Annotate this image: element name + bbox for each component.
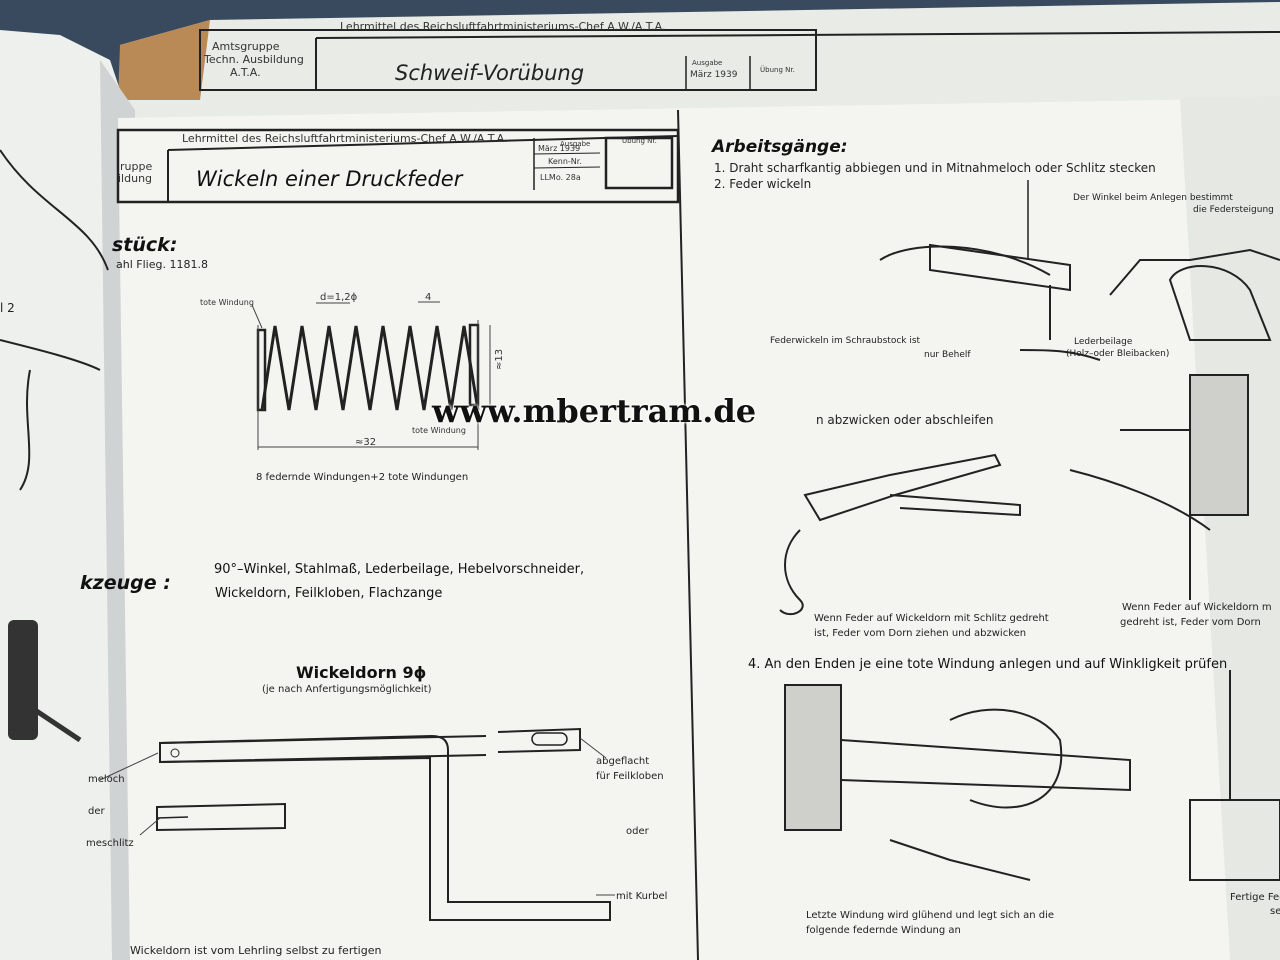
- back-sheet-org1: Amtsgruppe: [212, 40, 280, 53]
- sheet-ausgabe-label: Ausgabe: [560, 140, 590, 148]
- step1-text: 1. Draht scharfkantig abbiegen und in Mi…: [714, 161, 1156, 175]
- schraubstock-note1: Federwickeln im Schraubstock ist: [770, 336, 921, 346]
- back-sheet-ausgabe-value: März 1939: [690, 70, 738, 80]
- letzte1: Letzte Windung wird glühend und legt sic…: [806, 910, 1054, 921]
- sheet-org-fragment1: ruppe: [120, 160, 152, 173]
- sheet-ausgabe-value: März 1939: [538, 144, 580, 153]
- back-sheet-org3: A.T.A.: [230, 66, 261, 79]
- fertige2: se: [1270, 906, 1280, 917]
- spring-diameter: d=1,2ϕ: [320, 292, 358, 303]
- back-sheet-title: Schweif-Vorübung: [395, 61, 584, 85]
- winkel-note2: die Federsteigung: [1193, 205, 1274, 215]
- werkzeuge-heading: kzeuge :: [80, 572, 171, 594]
- label-der: der: [88, 806, 106, 817]
- label-schlitz: meschlitz: [86, 838, 134, 849]
- arbeitsgaenge-heading: Arbeitsgänge:: [710, 137, 848, 157]
- spring-length: ≈32: [355, 437, 376, 448]
- back-sheet-header-text: Lehrmittel des Reichsluftfahrtministeriu…: [340, 20, 665, 33]
- mandrel-subtitle: (je nach Anfertigungsmöglichkeit): [262, 684, 432, 695]
- left-page-fragment: l 2: [0, 301, 15, 315]
- label-loch: meloch: [88, 774, 125, 785]
- torn-corner: [118, 20, 210, 100]
- watermark-text: www.mbertram.de: [432, 392, 757, 430]
- label-abgeflacht: abgeflacht: [596, 756, 649, 767]
- lederbeilage-note1: Lederbeilage: [1074, 337, 1133, 347]
- wenn-feder3: Wenn Feder auf Wickeldorn m: [1122, 602, 1272, 613]
- tote-windung-coil: [256, 328, 267, 412]
- sheet-header-text: Lehrmittel des Reichsluftfahrtministeriu…: [182, 132, 507, 145]
- left-page-drawing: l 2: [0, 149, 109, 743]
- mandrel-title: Wickeldorn 9ϕ: [296, 663, 426, 682]
- step2-text: 2. Feder wickeln: [714, 177, 811, 191]
- tools-line2: Wickeldorn, Feilkloben, Flachzange: [215, 586, 443, 601]
- lederbeilage-note2: (Holz–oder Bleibacken): [1066, 349, 1169, 359]
- letzte2: folgende federnde Windung an: [806, 925, 961, 936]
- sheet-kenn-label: Kenn-Nr.: [548, 157, 582, 166]
- spring-wire: [260, 325, 480, 411]
- tote-windung-top: tote Windung: [200, 298, 254, 307]
- vise-illustration: [879, 180, 1280, 361]
- right-panel: Arbeitsgänge: 1. Draht scharfkantig abbi…: [710, 137, 1280, 936]
- werkstueck-heading: stück:: [112, 234, 178, 256]
- spring-caption: 8 federnde Windungen+2 tote Windungen: [256, 472, 468, 483]
- label-oder: oder: [626, 826, 650, 837]
- fertige1: Fertige Feder: [1230, 892, 1280, 903]
- tools-line1: 90°–Winkel, Stahlmaß, Lederbeilage, Hebe…: [214, 562, 585, 577]
- mandrel-footer: Wickeldorn ist vom Lehrling selbst zu fe…: [130, 944, 381, 957]
- spring-height: ≈13: [494, 349, 505, 370]
- back-sheet-uebung-label: Übung Nr.: [760, 65, 795, 74]
- spring-diagram: tote Windung d=1,2ϕ 4 ≈13 ≈32 tote Windu…: [200, 292, 505, 483]
- sheet-title: Wickeln einer Druckfeder: [196, 167, 464, 191]
- wenn-feder1: Wenn Feder auf Wickeldorn mit Schlitz ge…: [814, 613, 1049, 624]
- wenn-feder4: gedreht ist, Feder vom Dorn: [1120, 617, 1261, 628]
- back-sheet-header: Lehrmittel des Reichsluftfahrtministeriu…: [199, 20, 1280, 91]
- sheet-header: Lehrmittel des Reichsluftfahrtministeriu…: [116, 128, 680, 204]
- pliers-illustration: [779, 374, 1249, 616]
- wenn-feder2: ist, Feder vom Dorn ziehen und abzwicken: [814, 628, 1026, 639]
- label-kurbel: mit Kurbel: [616, 891, 667, 902]
- sheet-org-fragment2: ildung: [118, 172, 152, 185]
- step4-text: 4. An den Enden je eine tote Windung anl…: [748, 657, 1227, 672]
- sheet-uebung-label: Übung Nr.: [622, 136, 657, 145]
- material-text: ahl Flieg. 1181.8: [116, 258, 208, 271]
- hands-illustration: [784, 670, 1280, 881]
- winkel-note1: Der Winkel beim Anlegen bestimmt: [1073, 193, 1233, 203]
- back-sheet-ausgabe-label: Ausgabe: [692, 59, 722, 67]
- label-feilkloben: für Feilkloben: [596, 771, 664, 782]
- back-sheet-org2: Techn. Ausbildung: [203, 53, 304, 66]
- step3-fragment: n abzwicken oder abschleifen: [816, 413, 994, 427]
- tote-windung-bottom: tote Windung: [412, 426, 466, 435]
- schraubstock-note2: nur Behelf: [924, 350, 971, 360]
- sheet-kenn-value: LLMo. 28a: [540, 173, 581, 182]
- mandrel-diagram: Wickeldorn 9ϕ (je nach Anfertigungsmögli…: [86, 663, 667, 957]
- spring-pitch: 4: [425, 292, 431, 303]
- main-sheet-paper: [118, 98, 1280, 960]
